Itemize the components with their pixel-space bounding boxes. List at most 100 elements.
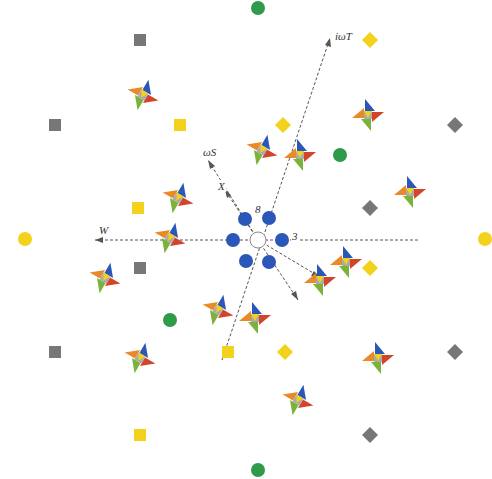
diamond-mark [362,200,378,216]
square-mark [222,346,234,358]
pinwheel [394,176,426,208]
pinwheel-hub [165,233,176,244]
square-mark [134,262,146,274]
pinwheel-hub [100,273,111,284]
pinwheel-core [374,354,382,361]
pinwheel-blade [382,355,394,365]
diamond-mark [447,344,463,360]
arrow-heads [95,38,331,300]
pinwheel-hub [173,193,184,204]
pinwheel [156,176,200,220]
square-mark [49,346,61,358]
axis-label: ωS [202,146,217,158]
diamond-mark [362,32,378,48]
pinwheel-blade [313,284,323,296]
pinwheel-core [251,314,259,321]
pinwheel [276,378,320,422]
pinwheel [121,73,165,117]
pinwheel-core [100,273,110,283]
origin-circle [250,232,266,248]
square-mark [49,119,61,131]
square-mark [134,34,146,46]
square-mark [134,429,146,441]
pinwheel-hub [296,151,304,159]
pinwheel-core [364,111,372,118]
pinwheel-blade [293,159,303,171]
pinwheel-core [135,353,145,363]
pinwheel-hub [257,145,268,156]
yellow-circle [18,232,32,246]
pinwheel-hub [135,353,146,364]
pinwheel-hub [213,305,224,316]
blue-dot [226,233,240,247]
pinwheel-blade [304,273,316,283]
pinwheel-blade [343,246,353,258]
weight-number: 3 [291,230,299,242]
yellow-circle [478,232,492,246]
pinwheel-blade [414,189,426,199]
pinwheel-core [213,305,223,315]
pinwheel-core [138,90,148,100]
blue-dot [238,212,252,226]
axis-label: W [98,224,109,236]
square-mark [174,119,186,131]
axis-label: X [217,180,226,192]
pinwheel [284,139,316,171]
pinwheel-core [406,188,414,195]
pinwheel-hub [138,90,149,101]
pinwheel-core [257,145,267,155]
pinwheel-blade [317,264,327,276]
pinwheel-blade [324,277,336,287]
pinwheel-hub [293,395,304,406]
pinwheel-hub [406,188,414,196]
pinwheel-blade [365,99,375,111]
pinwheel-blade [259,315,271,325]
pinwheel-blade [361,119,371,131]
pinwheel-hub [374,354,382,362]
pinwheel-blade [330,255,342,265]
pinwheel-blade [371,362,381,374]
pinwheel-core [173,193,183,203]
diamond-mark [275,117,291,133]
pinwheel [83,256,127,300]
blue-dot [262,255,276,269]
pinwheel-blade [394,185,406,195]
pinwheel-hub [316,276,324,284]
green-circle [163,313,177,327]
diamond-mark [362,427,378,443]
green-circle [333,148,347,162]
diamond-mark [447,117,463,133]
pinwheel [239,302,271,334]
blue-dot [275,233,289,247]
pinwheel-blade [352,108,364,118]
pinwheel-blade [239,311,251,321]
pinwheel-hub [342,258,350,266]
pinwheel-core [296,151,304,158]
diamond-mark [277,344,293,360]
pinwheel-blade [407,176,417,188]
green-circle [251,463,265,477]
pinwheel-hub [251,314,259,322]
pinwheel-blade [284,148,296,158]
axis-label: iωT [334,30,353,42]
pinwheel-blade [339,266,349,278]
diamond-mark [362,260,378,276]
weight-number: 8 [254,203,262,215]
pinwheel [362,342,394,374]
pinwheel-blade [297,139,307,151]
pinwheel-blade [362,351,374,361]
pinwheel-blade [350,259,362,269]
pinwheel-hub [364,111,372,119]
square-mark [132,202,144,214]
green-circle [251,1,265,15]
axis-lines [95,38,420,360]
pinwheel-blade [248,322,258,334]
pinwheel [330,246,362,278]
pinwheel [118,336,162,380]
pinwheel [240,128,284,172]
pinwheel-blade [403,196,413,208]
pinwheel [196,288,240,332]
pinwheel-core [165,233,175,243]
blue-dot [239,254,253,268]
